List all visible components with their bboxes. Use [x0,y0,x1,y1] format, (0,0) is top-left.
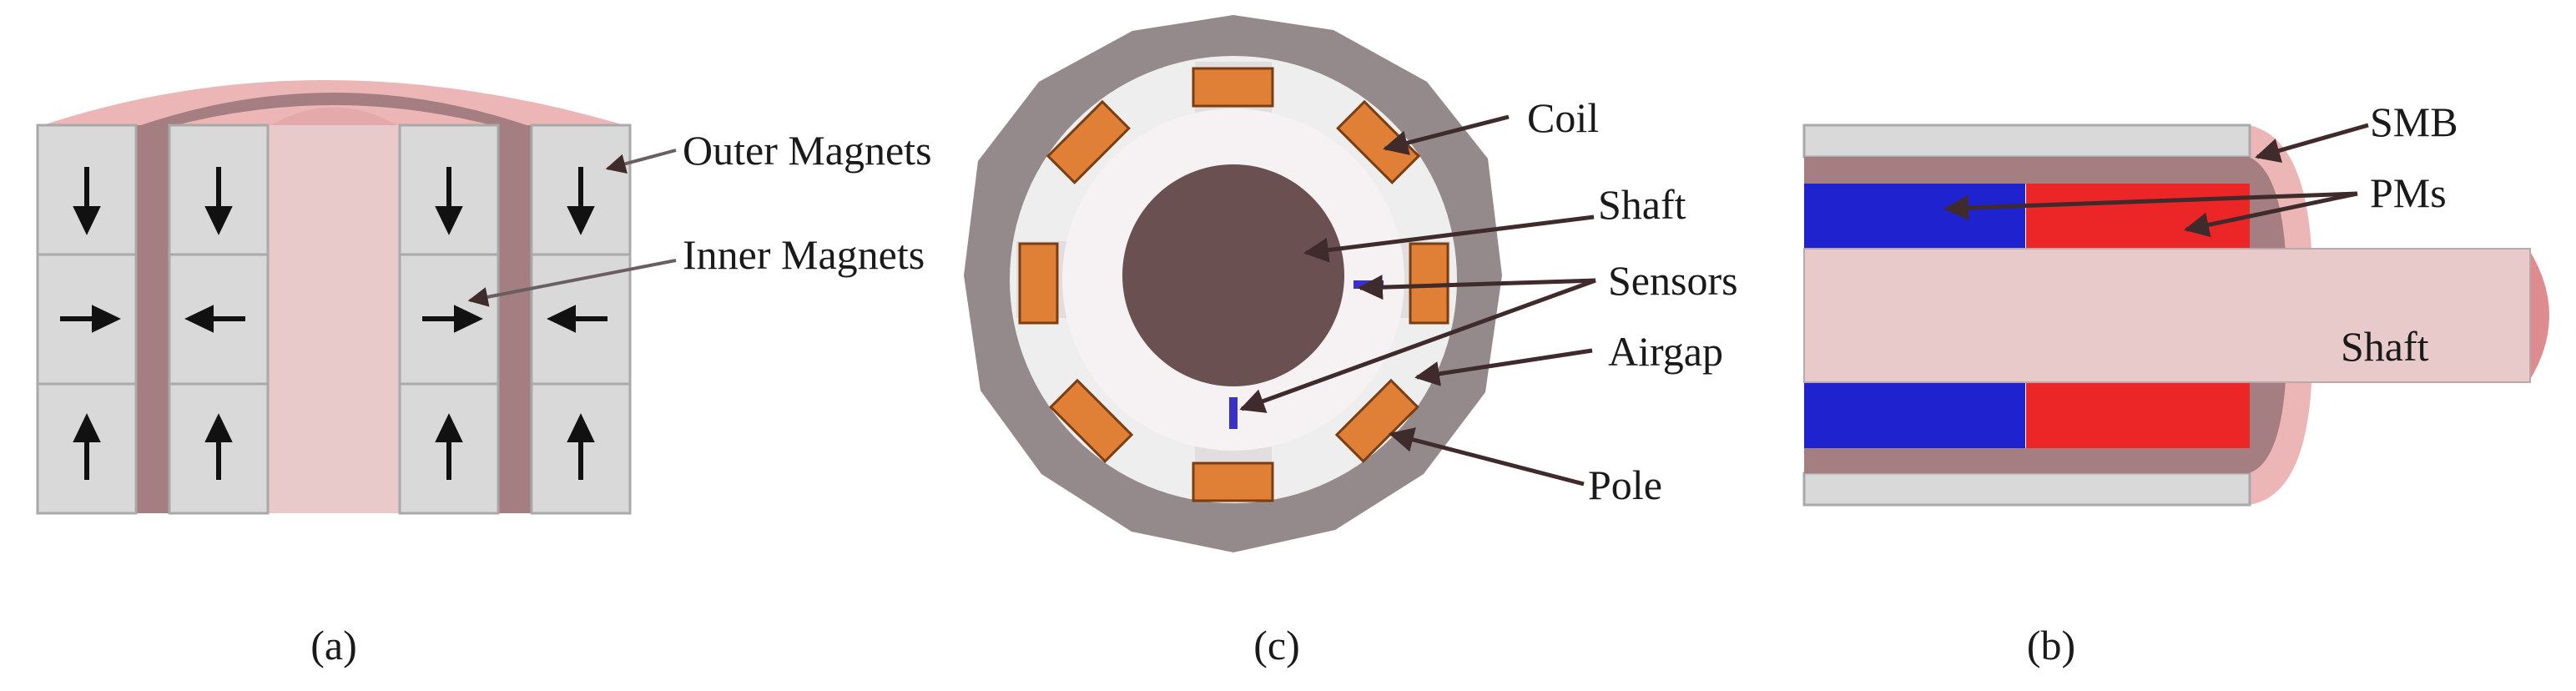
pms-leader-1 [1943,191,2358,221]
pm-red-bottom [2026,382,2250,448]
panel-b: SMB PMs Shaft (b) [1802,98,2549,668]
pm-blue-bottom [1804,382,2025,448]
shaft-b [1803,248,2531,383]
coil-bottom [1192,462,1274,502]
shaft-leader [1303,214,1595,263]
coil-right [1409,242,1449,325]
panel-c: Coil Shaft Sensors Airgap Pole (c) [964,15,1738,668]
sensor-bottom [1229,397,1238,429]
arrow-up-icon [567,413,595,480]
arrow-up-icon [73,413,101,480]
panel-a: Outer Magnets Inner Magnets (a) [36,80,932,668]
shaft-end [2528,249,2549,382]
pm-red-top [2026,184,2250,249]
pole-label: Pole [1588,462,1662,508]
outer-ring-top [136,93,532,127]
arrow-left-icon [184,305,245,333]
caption-c: (c) [1253,622,1300,668]
arrow-down-icon [567,167,595,235]
arrow-right-icon [422,305,483,333]
airgap-label: Airgap [1608,328,1723,375]
housing-top [1802,124,2251,159]
arrow-up-icon [204,413,233,480]
coil-bottom-left [1049,378,1134,463]
airgap-leader [1414,348,1593,386]
shaft-label: Shaft [1598,181,1686,228]
pm-blue-top [1804,184,2025,249]
arrow-left-icon [547,305,607,333]
coils [1018,67,1449,502]
arrow-down-icon [73,167,101,235]
inner-cylinder [268,125,400,513]
inner-cylinder-top [268,107,400,127]
coil-leader [1383,114,1510,155]
coil-label: Coil [1527,94,1599,141]
inner-magnets-leader [467,259,677,307]
sensors-leader-2 [1239,278,1596,413]
panel-b-leaders [1943,123,2369,238]
outer-magnets-leader [605,149,677,174]
housing-bottom [1802,472,2251,507]
coil-top [1192,67,1274,108]
caption-b: (b) [2027,622,2075,668]
sensors-label: Sensors [1608,257,1738,304]
panel-c-leaders [1239,114,1596,487]
pms-leader-2 [2184,191,2358,238]
ring-top [1804,157,2250,184]
outer-ring-right [498,125,532,513]
magnetization-arrows [60,167,607,480]
arrow-right-icon [60,305,121,333]
outer-magnets-label: Outer Magnets [683,127,932,174]
coil-top-right [1336,99,1421,184]
outer-ring-left [136,125,169,513]
ring-bottom [1804,448,2250,473]
shaft [1122,164,1344,386]
coil-top-left [1046,99,1131,184]
arrow-down-icon [435,167,463,235]
inner-magnets-label: Inner Magnets [683,231,925,278]
arrow-up-icon [435,413,463,480]
pms-label: PMs [2370,169,2447,216]
smb-leader [2255,123,2369,164]
shaft-b-label: Shaft [2341,323,2429,370]
smb-label: SMB [2370,98,2458,145]
coil-left [1018,242,1059,325]
caption-a: (a) [310,622,357,668]
sensors-leader-1 [1358,275,1596,300]
pole-leader [1389,427,1585,487]
arrow-down-icon [204,167,233,235]
